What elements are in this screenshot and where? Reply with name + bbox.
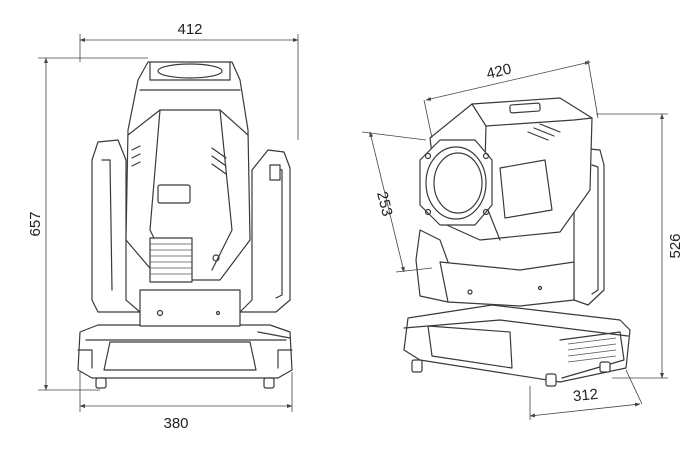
dim-label-412: 412 — [177, 21, 202, 38]
side-base — [403, 304, 631, 387]
front-base — [77, 324, 293, 389]
side-view: 420 253 526 312 — [361, 59, 684, 420]
front-head — [125, 61, 251, 283]
dim-side-head-height: 253 — [361, 131, 433, 273]
dim-front-width-top: 412 — [79, 21, 299, 140]
dim-label-420: 420 — [485, 61, 513, 83]
dim-label-312: 312 — [572, 386, 599, 406]
dim-label-380: 380 — [163, 415, 188, 432]
front-yoke — [91, 139, 291, 313]
side-head — [419, 97, 593, 241]
dim-front-width-bottom: 380 — [79, 372, 293, 432]
dim-label-526: 526 — [667, 233, 684, 258]
dim-label-657: 657 — [27, 211, 44, 236]
dim-front-height: 657 — [27, 57, 148, 391]
dim-side-base-depth: 312 — [529, 369, 643, 420]
front-view: 412 657 380 — [27, 21, 299, 432]
dim-side-height: 526 — [596, 113, 684, 379]
front-yoke-housing — [139, 289, 241, 327]
dim-label-253: 253 — [373, 190, 396, 218]
dim-side-depth-top: 420 — [423, 59, 599, 139]
